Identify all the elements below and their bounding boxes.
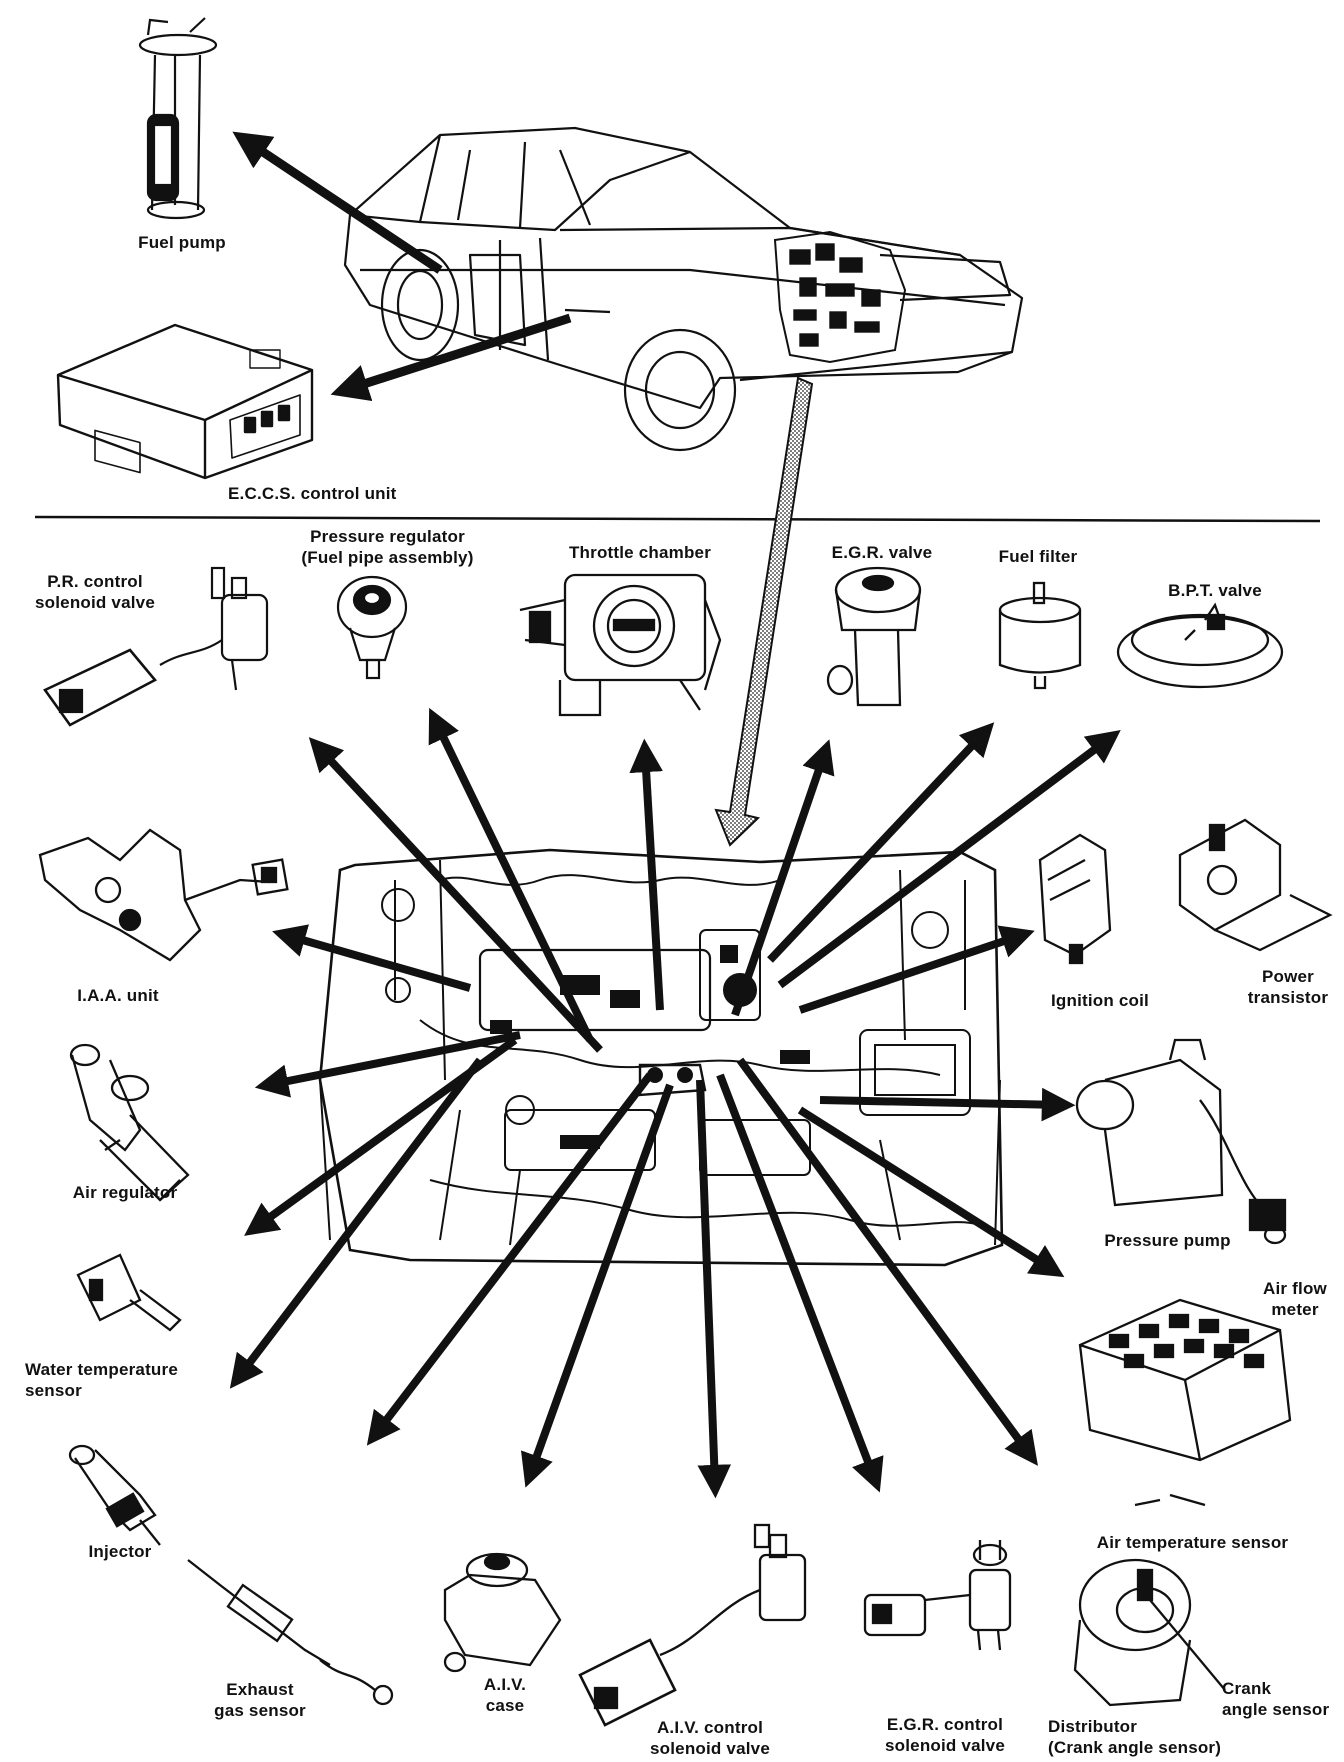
ignition-coil-illustration bbox=[1038, 833, 1112, 965]
arrow-distributor bbox=[736, 1057, 1038, 1466]
pr-control-solenoid-illustration bbox=[43, 566, 269, 727]
label-pr-control-solenoid-valve: P.R. control solenoid valve bbox=[20, 571, 170, 613]
label-ignition-coil: Ignition coil bbox=[1051, 991, 1149, 1010]
eccs-control-unit-illustration bbox=[56, 323, 314, 480]
arrow-exhaust-sensor bbox=[366, 1072, 654, 1446]
label-line: E.G.R. control bbox=[886, 1715, 1004, 1734]
arrow-fuel-filter bbox=[767, 722, 995, 963]
label-line: gas sensor bbox=[214, 1701, 306, 1720]
arrow-egr-valve bbox=[731, 739, 835, 1017]
arrow-egr-solenoid bbox=[716, 1073, 884, 1493]
pressure-regulator-illustration bbox=[336, 575, 408, 680]
egr-valve-illustration bbox=[826, 566, 922, 707]
label-line: angle sensor bbox=[1222, 1700, 1330, 1719]
label-line: (Fuel pipe assembly) bbox=[301, 548, 474, 567]
label-pressure-pump: Pressure pump bbox=[1104, 1231, 1231, 1250]
car-engine-detail bbox=[773, 230, 907, 364]
arrow-aiv-case bbox=[520, 1083, 674, 1488]
water-temp-sensor-illustration bbox=[76, 1253, 182, 1332]
label-line: (Crank angle sensor) bbox=[1048, 1738, 1222, 1757]
label-line: Crank bbox=[1222, 1679, 1272, 1698]
label-line: Distributor bbox=[1048, 1717, 1138, 1736]
label-line: sensor bbox=[25, 1381, 82, 1400]
label-pressure-regulator: Pressure regulator (Fuel pipe assembly) bbox=[280, 526, 495, 568]
dotted-arrow-to-engine bbox=[714, 376, 814, 847]
label-iaa-unit: I.A.A. unit bbox=[77, 986, 159, 1005]
label-distributor: Distributor (Crank angle sensor) bbox=[1048, 1716, 1221, 1758]
engine-arrows bbox=[229, 707, 1121, 1499]
label-line: A.I.V. bbox=[483, 1675, 527, 1694]
fuel-filter-illustration bbox=[998, 581, 1082, 690]
car-illustration bbox=[343, 126, 1024, 452]
label-egr-valve: E.G.R. valve bbox=[831, 543, 933, 562]
iaa-unit-illustration bbox=[38, 828, 289, 962]
arrow-eccs-unit bbox=[330, 313, 572, 402]
label-fuel-pump: Fuel pump bbox=[138, 233, 226, 252]
arrow-pr-control bbox=[308, 737, 603, 1053]
arrow-fuel-pump bbox=[232, 131, 443, 274]
label-air-regulator: Air regulator bbox=[72, 1183, 178, 1202]
label-line: transistor bbox=[1247, 988, 1329, 1007]
label-air-flow-meter: Air flow meter bbox=[1250, 1278, 1340, 1320]
arrow-pressure-pump bbox=[819, 1087, 1076, 1122]
engine-bay-illustration bbox=[318, 848, 1004, 1267]
label-line: solenoid valve bbox=[650, 1739, 770, 1758]
aiv-case-illustration bbox=[443, 1552, 562, 1673]
label-aiv-control-solenoid-valve: A.I.V. control solenoid valve bbox=[625, 1717, 795, 1759]
arrow-aiv-solenoid bbox=[696, 1079, 732, 1499]
pressure-pump-illustration bbox=[1075, 1038, 1287, 1245]
power-transistor-illustration bbox=[1178, 818, 1333, 952]
exhaust-gas-sensor-illustration bbox=[187, 1559, 394, 1706]
label-crank-angle-sensor: Crank angle sensor bbox=[1222, 1678, 1329, 1720]
air-regulator-illustration bbox=[69, 1043, 190, 1202]
label-exhaust-gas-sensor: Exhaust gas sensor bbox=[200, 1679, 320, 1721]
label-aiv-case: A.I.V. case bbox=[450, 1674, 560, 1716]
arrow-injector bbox=[229, 1057, 484, 1389]
egr-control-solenoid-illustration bbox=[863, 1540, 1012, 1651]
arrow-iaa-unit bbox=[272, 924, 472, 992]
fuel-pump-illustration bbox=[138, 17, 218, 220]
arrow-pressure-regulator bbox=[428, 707, 594, 1042]
air-flow-meter-illustration bbox=[1078, 1298, 1292, 1507]
label-line: case bbox=[485, 1696, 525, 1715]
arrow-throttle-chamber bbox=[629, 738, 664, 1011]
car-arrows bbox=[232, 131, 572, 402]
label-power-transistor: Power transistor bbox=[1238, 966, 1338, 1008]
label-line: solenoid valve bbox=[885, 1736, 1005, 1755]
injector-illustration bbox=[68, 1444, 161, 1546]
label-line: solenoid valve bbox=[35, 593, 155, 612]
throttle-chamber-illustration bbox=[519, 573, 722, 717]
label-line: Water temperature bbox=[25, 1360, 178, 1379]
label-line: Pressure regulator bbox=[310, 527, 465, 546]
label-line: A.I.V. control bbox=[656, 1718, 764, 1737]
distributor-illustration bbox=[1073, 1558, 1226, 1707]
label-line: meter bbox=[1271, 1300, 1319, 1319]
label-fuel-filter: Fuel filter bbox=[998, 547, 1078, 566]
label-line: P.R. control bbox=[47, 572, 143, 591]
arrow-air-flow-meter bbox=[797, 1106, 1065, 1278]
bpt-valve-illustration bbox=[1116, 602, 1284, 689]
label-bpt-valve: B.P.T. valve bbox=[1168, 581, 1262, 600]
label-throttle-chamber: Throttle chamber bbox=[568, 543, 712, 562]
arrow-air-regulator bbox=[254, 1031, 521, 1098]
label-injector: Injector bbox=[88, 1542, 152, 1561]
label-line: Power bbox=[1261, 967, 1315, 986]
label-eccs-control-unit: E.C.C.S. control unit bbox=[228, 484, 397, 503]
label-egr-control-solenoid-valve: E.G.R. control solenoid valve bbox=[860, 1714, 1030, 1756]
label-line: Air flow bbox=[1263, 1279, 1327, 1298]
arrow-ignition-coil bbox=[798, 925, 1035, 1014]
label-water-temperature-sensor: Water temperature sensor bbox=[25, 1359, 178, 1401]
section-divider bbox=[34, 515, 1321, 523]
label-air-temperature-sensor: Air temperature sensor bbox=[1096, 1533, 1289, 1552]
aiv-control-solenoid-illustration bbox=[578, 1523, 807, 1727]
arrow-bpt-valve bbox=[777, 729, 1121, 989]
label-line: Exhaust bbox=[226, 1680, 294, 1699]
